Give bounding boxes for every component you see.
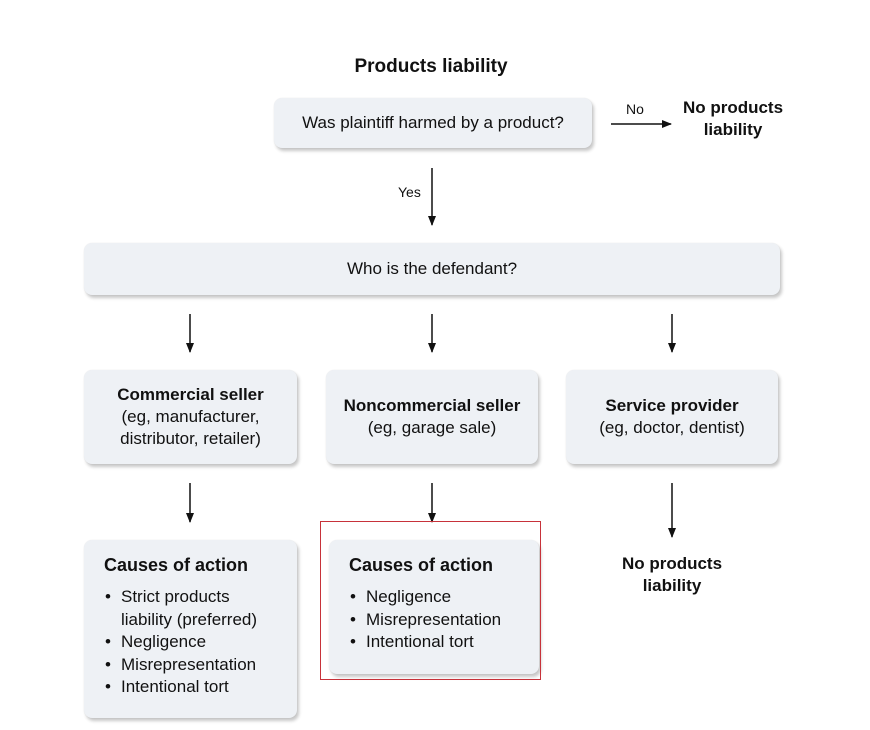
list-item: Intentional tort — [349, 631, 519, 654]
causes-noncommercial-heading: Causes of action — [349, 555, 494, 575]
causes-commercial-heading: Causes of action — [104, 555, 249, 575]
causes-noncommercial-list: Negligence Misrepresentation Intentional… — [349, 586, 519, 654]
service-provider-box: Service provider (eg, doctor, dentist) — [566, 370, 778, 464]
commercial-seller-detail: (eg, manufacturer, distributor, retailer… — [120, 407, 261, 448]
service-provider-heading: Service provider — [605, 396, 739, 415]
commercial-seller-box: Commercial seller (eg, manufacturer, dis… — [84, 370, 297, 464]
list-item: Negligence — [349, 586, 519, 609]
list-item: Intentional tort — [104, 676, 277, 699]
highlight-frame — [320, 521, 541, 680]
question-defendant-box: Who is the defendant? — [84, 243, 780, 295]
causes-noncommercial-box: Causes of action Negligence Misrepresent… — [329, 540, 539, 674]
list-item: Misrepresentation — [104, 654, 277, 677]
no-liability-service: No products liability — [621, 554, 723, 595]
label-yes: Yes — [398, 184, 421, 200]
list-item: Misrepresentation — [349, 609, 519, 632]
question-product-text: Was plaintiff harmed by a product? — [302, 113, 564, 132]
list-item: Negligence — [104, 631, 277, 654]
commercial-seller-heading: Commercial seller — [117, 385, 264, 404]
no-liability-top: No products liability — [682, 98, 784, 139]
service-provider-detail: (eg, doctor, dentist) — [599, 418, 745, 437]
label-no: No — [626, 101, 644, 117]
noncommercial-seller-detail: (eg, garage sale) — [367, 418, 497, 437]
question-defendant-text: Who is the defendant? — [346, 259, 518, 278]
question-product-box: Was plaintiff harmed by a product? — [274, 98, 592, 148]
noncommercial-seller-heading: Noncommercial seller — [343, 396, 521, 415]
diagram-title: Products liability — [354, 56, 508, 77]
causes-commercial-list: Strict products liability (preferred) Ne… — [104, 586, 277, 699]
list-item: Strict products liability (preferred) — [104, 586, 277, 631]
noncommercial-seller-box: Noncommercial seller (eg, garage sale) — [326, 370, 538, 464]
causes-commercial-box: Causes of action Strict products liabili… — [84, 540, 297, 718]
